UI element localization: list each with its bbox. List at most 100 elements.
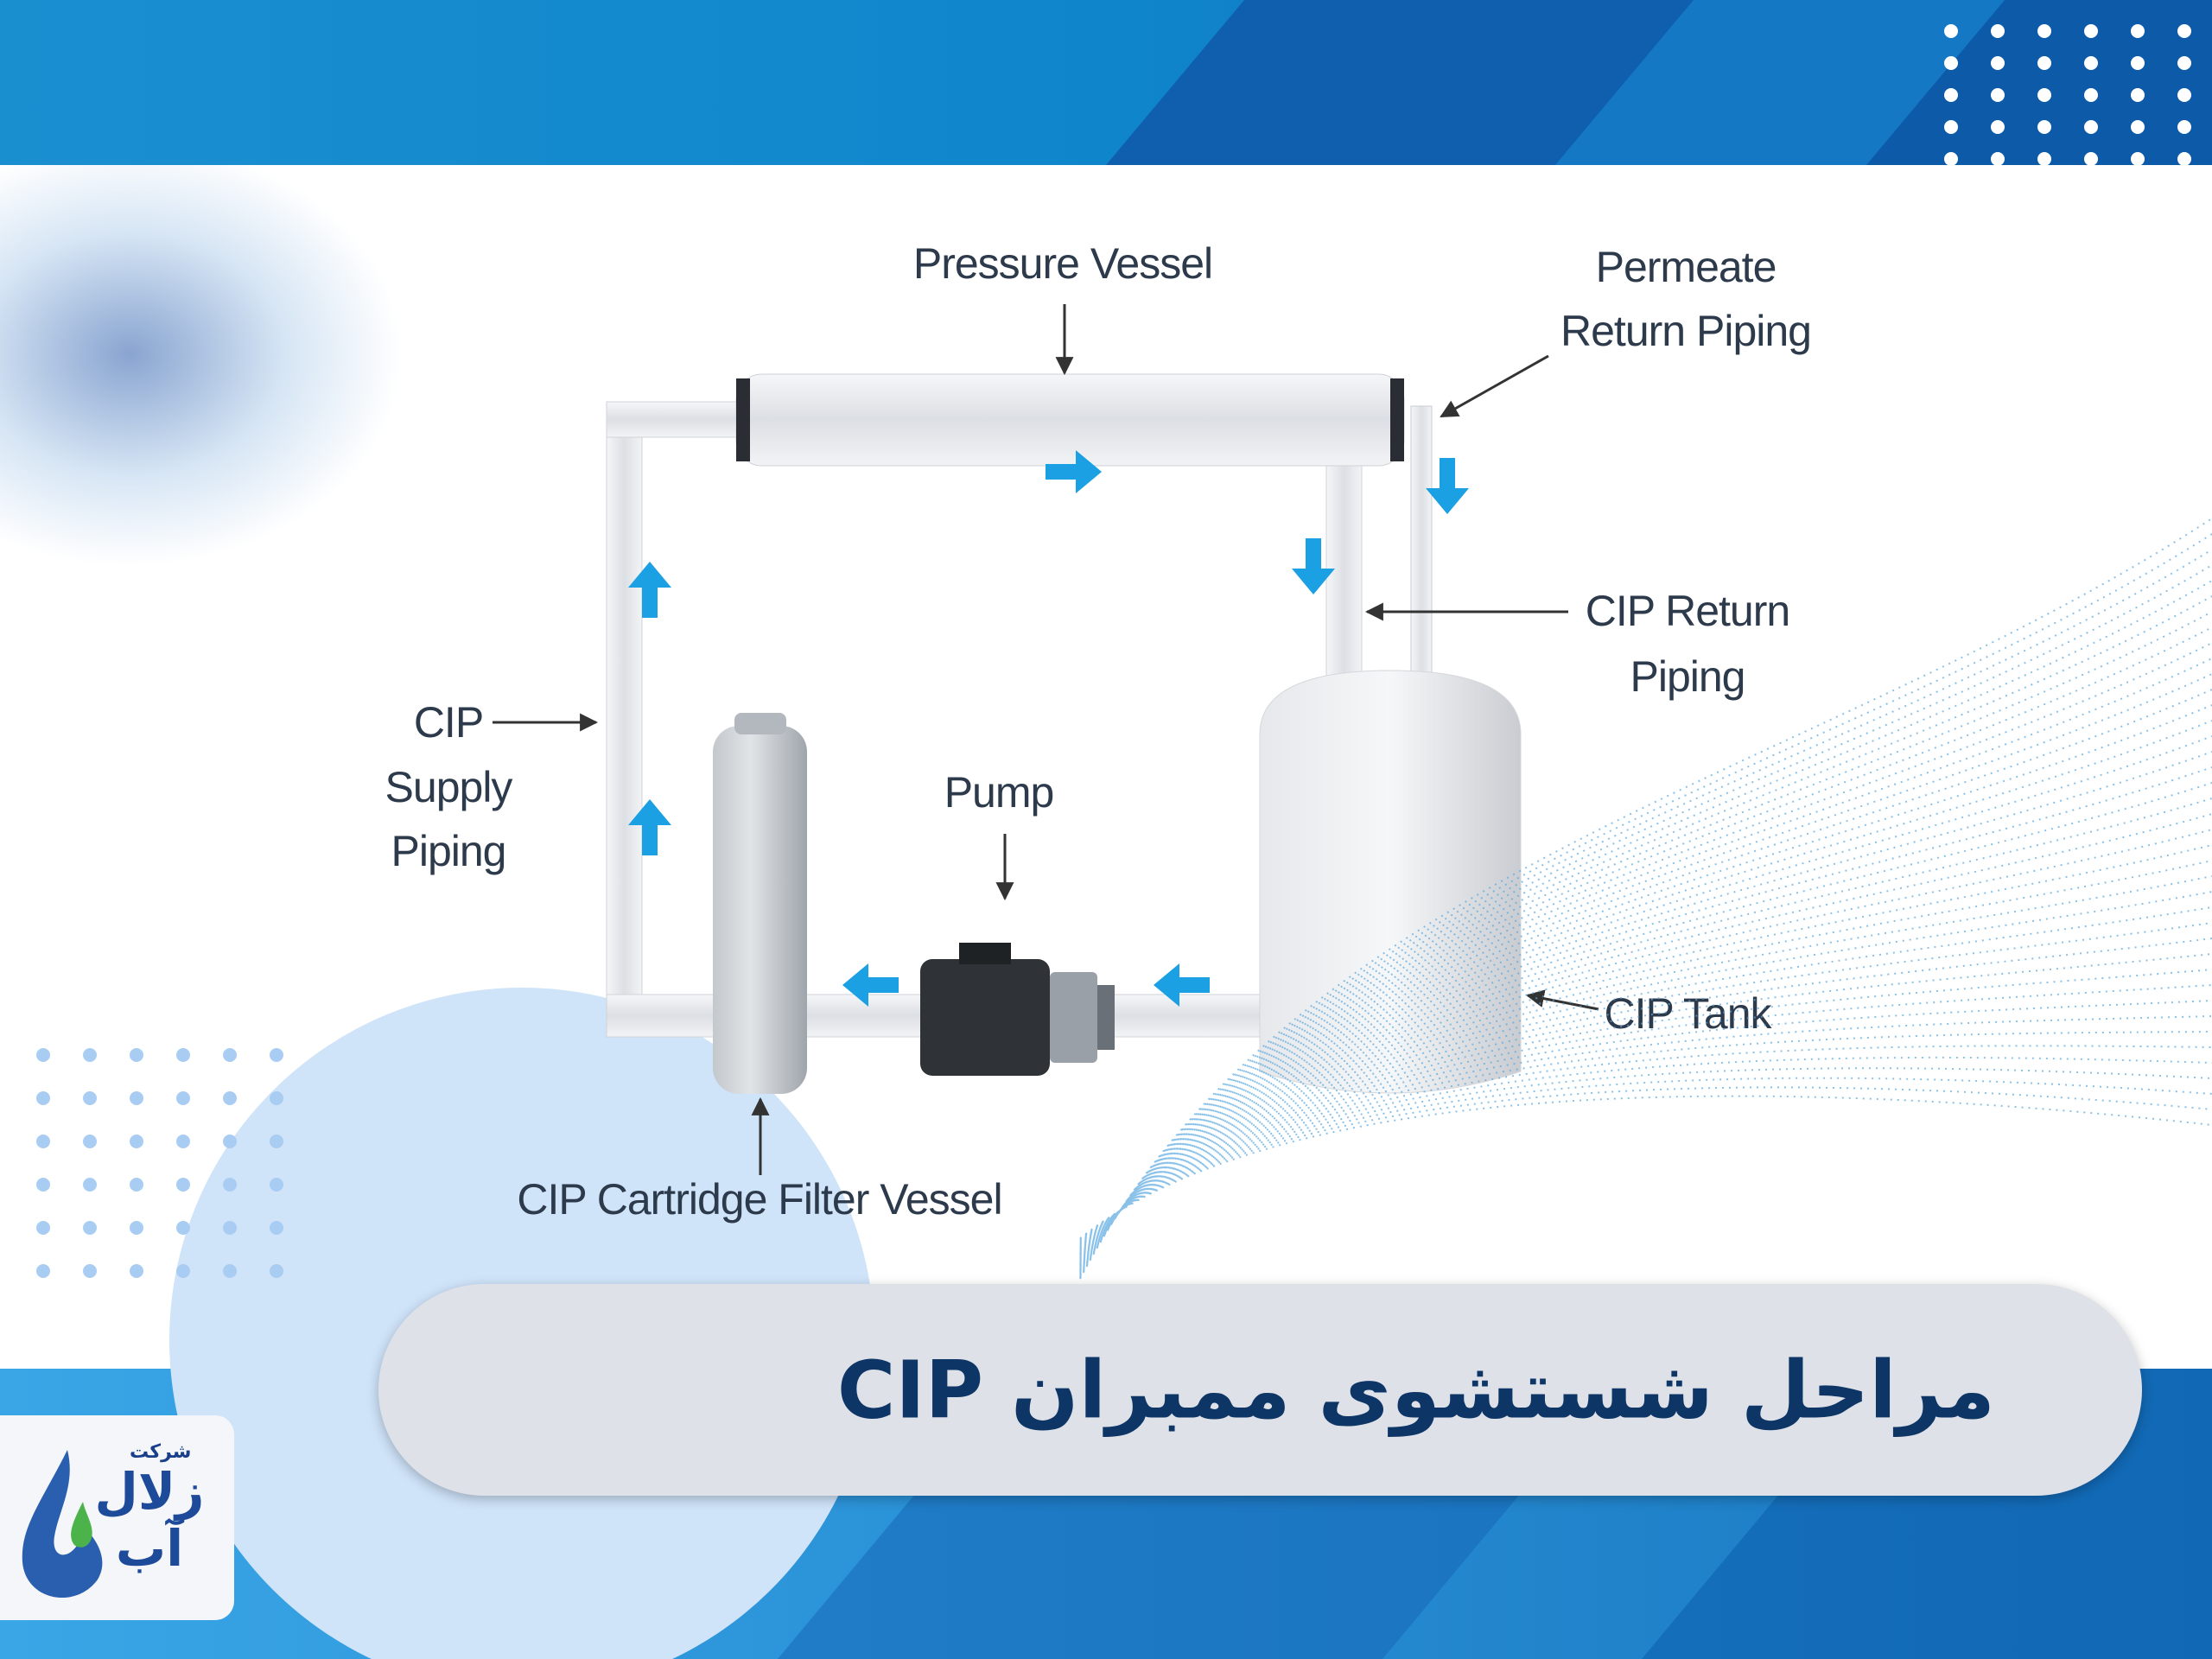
label-pump: Pump (944, 768, 1054, 817)
banner-stripe (1106, 0, 1694, 165)
flow-arrow-up (628, 799, 671, 855)
decorative-dot (2037, 88, 2051, 102)
label-cartridge-filter: CIP Cartridge Filter Vessel (517, 1175, 1001, 1224)
decorative-dot (2037, 24, 2051, 38)
decorative-dot (130, 1135, 143, 1148)
decorative-dot (1991, 56, 2005, 70)
label-cip-tank: CIP Tank (1604, 989, 1772, 1038)
supply-pipe (606, 401, 643, 1017)
decorative-dot (223, 1221, 237, 1235)
decorative-dot (2131, 56, 2145, 70)
decorative-dot (2131, 88, 2145, 102)
flow-arrow-down (1426, 458, 1469, 514)
decorative-dot (83, 1048, 97, 1062)
decorative-dot (176, 1091, 190, 1105)
title-banner: مراحل شستشوی ممبران CIP (378, 1284, 2142, 1496)
decorative-dot (36, 1178, 50, 1192)
decorative-dot (36, 1048, 50, 1062)
decorative-dot (2037, 152, 2051, 166)
decorative-dot (36, 1264, 50, 1278)
vessel-endcap (736, 378, 750, 461)
label-permeate-return: Permeate (1596, 243, 1777, 291)
logo-name: زلال آب (94, 1462, 205, 1578)
filter-cap (734, 713, 786, 734)
supply-pipe-top (606, 401, 737, 438)
cip-tank (1259, 670, 1522, 1094)
decorative-dot (223, 1135, 237, 1148)
cip-return-pipe (1325, 429, 1363, 682)
decorative-dot (83, 1221, 97, 1235)
label-cip-return: CIP Return (1586, 587, 1789, 635)
flow-arrow-up (628, 562, 671, 618)
decorative-dot (1991, 120, 2005, 134)
decorative-dot (223, 1264, 237, 1278)
label-cip-supply: CIP (414, 698, 483, 747)
pressure-vessel (735, 373, 1405, 467)
decorative-dot (130, 1178, 143, 1192)
label-permeate-return-2: Return Piping (1560, 307, 1811, 355)
decorative-dot (2084, 120, 2098, 134)
logo-prefix: شرکت (130, 1441, 192, 1463)
decorative-dot (2037, 120, 2051, 134)
label-cip-supply-3: Piping (391, 827, 506, 875)
decorative-dot (2131, 152, 2145, 166)
decorative-dot (2177, 120, 2191, 134)
decorative-dot (176, 1264, 190, 1278)
page-title: مراحل شستشوی ممبران CIP (836, 1344, 1995, 1436)
decorative-dot (36, 1135, 50, 1148)
decorative-dot (36, 1221, 50, 1235)
company-logo: شرکت زلال آب (0, 1415, 234, 1620)
water-drop-icon (22, 1450, 103, 1599)
flow-arrow-right (1046, 450, 1102, 493)
flow-arrow-left (842, 963, 899, 1007)
flow-arrow-down (1292, 538, 1335, 594)
decorative-dot (130, 1048, 143, 1062)
decorative-dot (2177, 152, 2191, 166)
label-cip-return-2: Piping (1630, 652, 1745, 701)
decorative-dot (270, 1135, 283, 1148)
flow-arrow-left (1154, 963, 1210, 1007)
decorative-dot (1944, 120, 1958, 134)
decorative-dot (1991, 88, 2005, 102)
decorative-dot (2131, 24, 2145, 38)
decorative-dot (83, 1091, 97, 1105)
decorative-dot (270, 1091, 283, 1105)
decorative-dot (270, 1048, 283, 1062)
label-cip-supply-2: Supply (385, 763, 513, 811)
decorative-dot (176, 1048, 190, 1062)
decorative-dot (83, 1264, 97, 1278)
decorative-dot (2177, 88, 2191, 102)
decorative-dot (2131, 120, 2145, 134)
decorative-dot (270, 1178, 283, 1192)
permeate-return-pipe (1410, 405, 1433, 675)
decorative-dot (83, 1135, 97, 1148)
decorative-dot (130, 1221, 143, 1235)
decorative-dot (1991, 24, 2005, 38)
decorative-dot (270, 1264, 283, 1278)
decorative-dot (176, 1221, 190, 1235)
decorative-dot (2177, 56, 2191, 70)
decorative-dot (2084, 24, 2098, 38)
decorative-dot (2084, 88, 2098, 102)
decorative-dot (36, 1091, 50, 1105)
decorative-dot (2084, 56, 2098, 70)
decorative-dot (2037, 56, 2051, 70)
flow-arrows (628, 450, 1469, 1007)
decorative-dot (223, 1048, 237, 1062)
decorative-dot (1944, 56, 1958, 70)
label-pressure-vessel: Pressure Vessel (913, 239, 1212, 288)
decorative-dot (2177, 24, 2191, 38)
decorative-dot (176, 1135, 190, 1148)
decorative-dot (176, 1178, 190, 1192)
pump (920, 943, 1115, 1076)
decorative-dot (1944, 152, 1958, 166)
decorative-dot (130, 1091, 143, 1105)
decorative-dot (83, 1178, 97, 1192)
decorative-dot (223, 1178, 237, 1192)
decorative-dot (1991, 152, 2005, 166)
decorative-dot (223, 1091, 237, 1105)
decorative-dot (130, 1264, 143, 1278)
decorative-dot (1944, 24, 1958, 38)
dotted-wave (1079, 518, 2212, 1280)
